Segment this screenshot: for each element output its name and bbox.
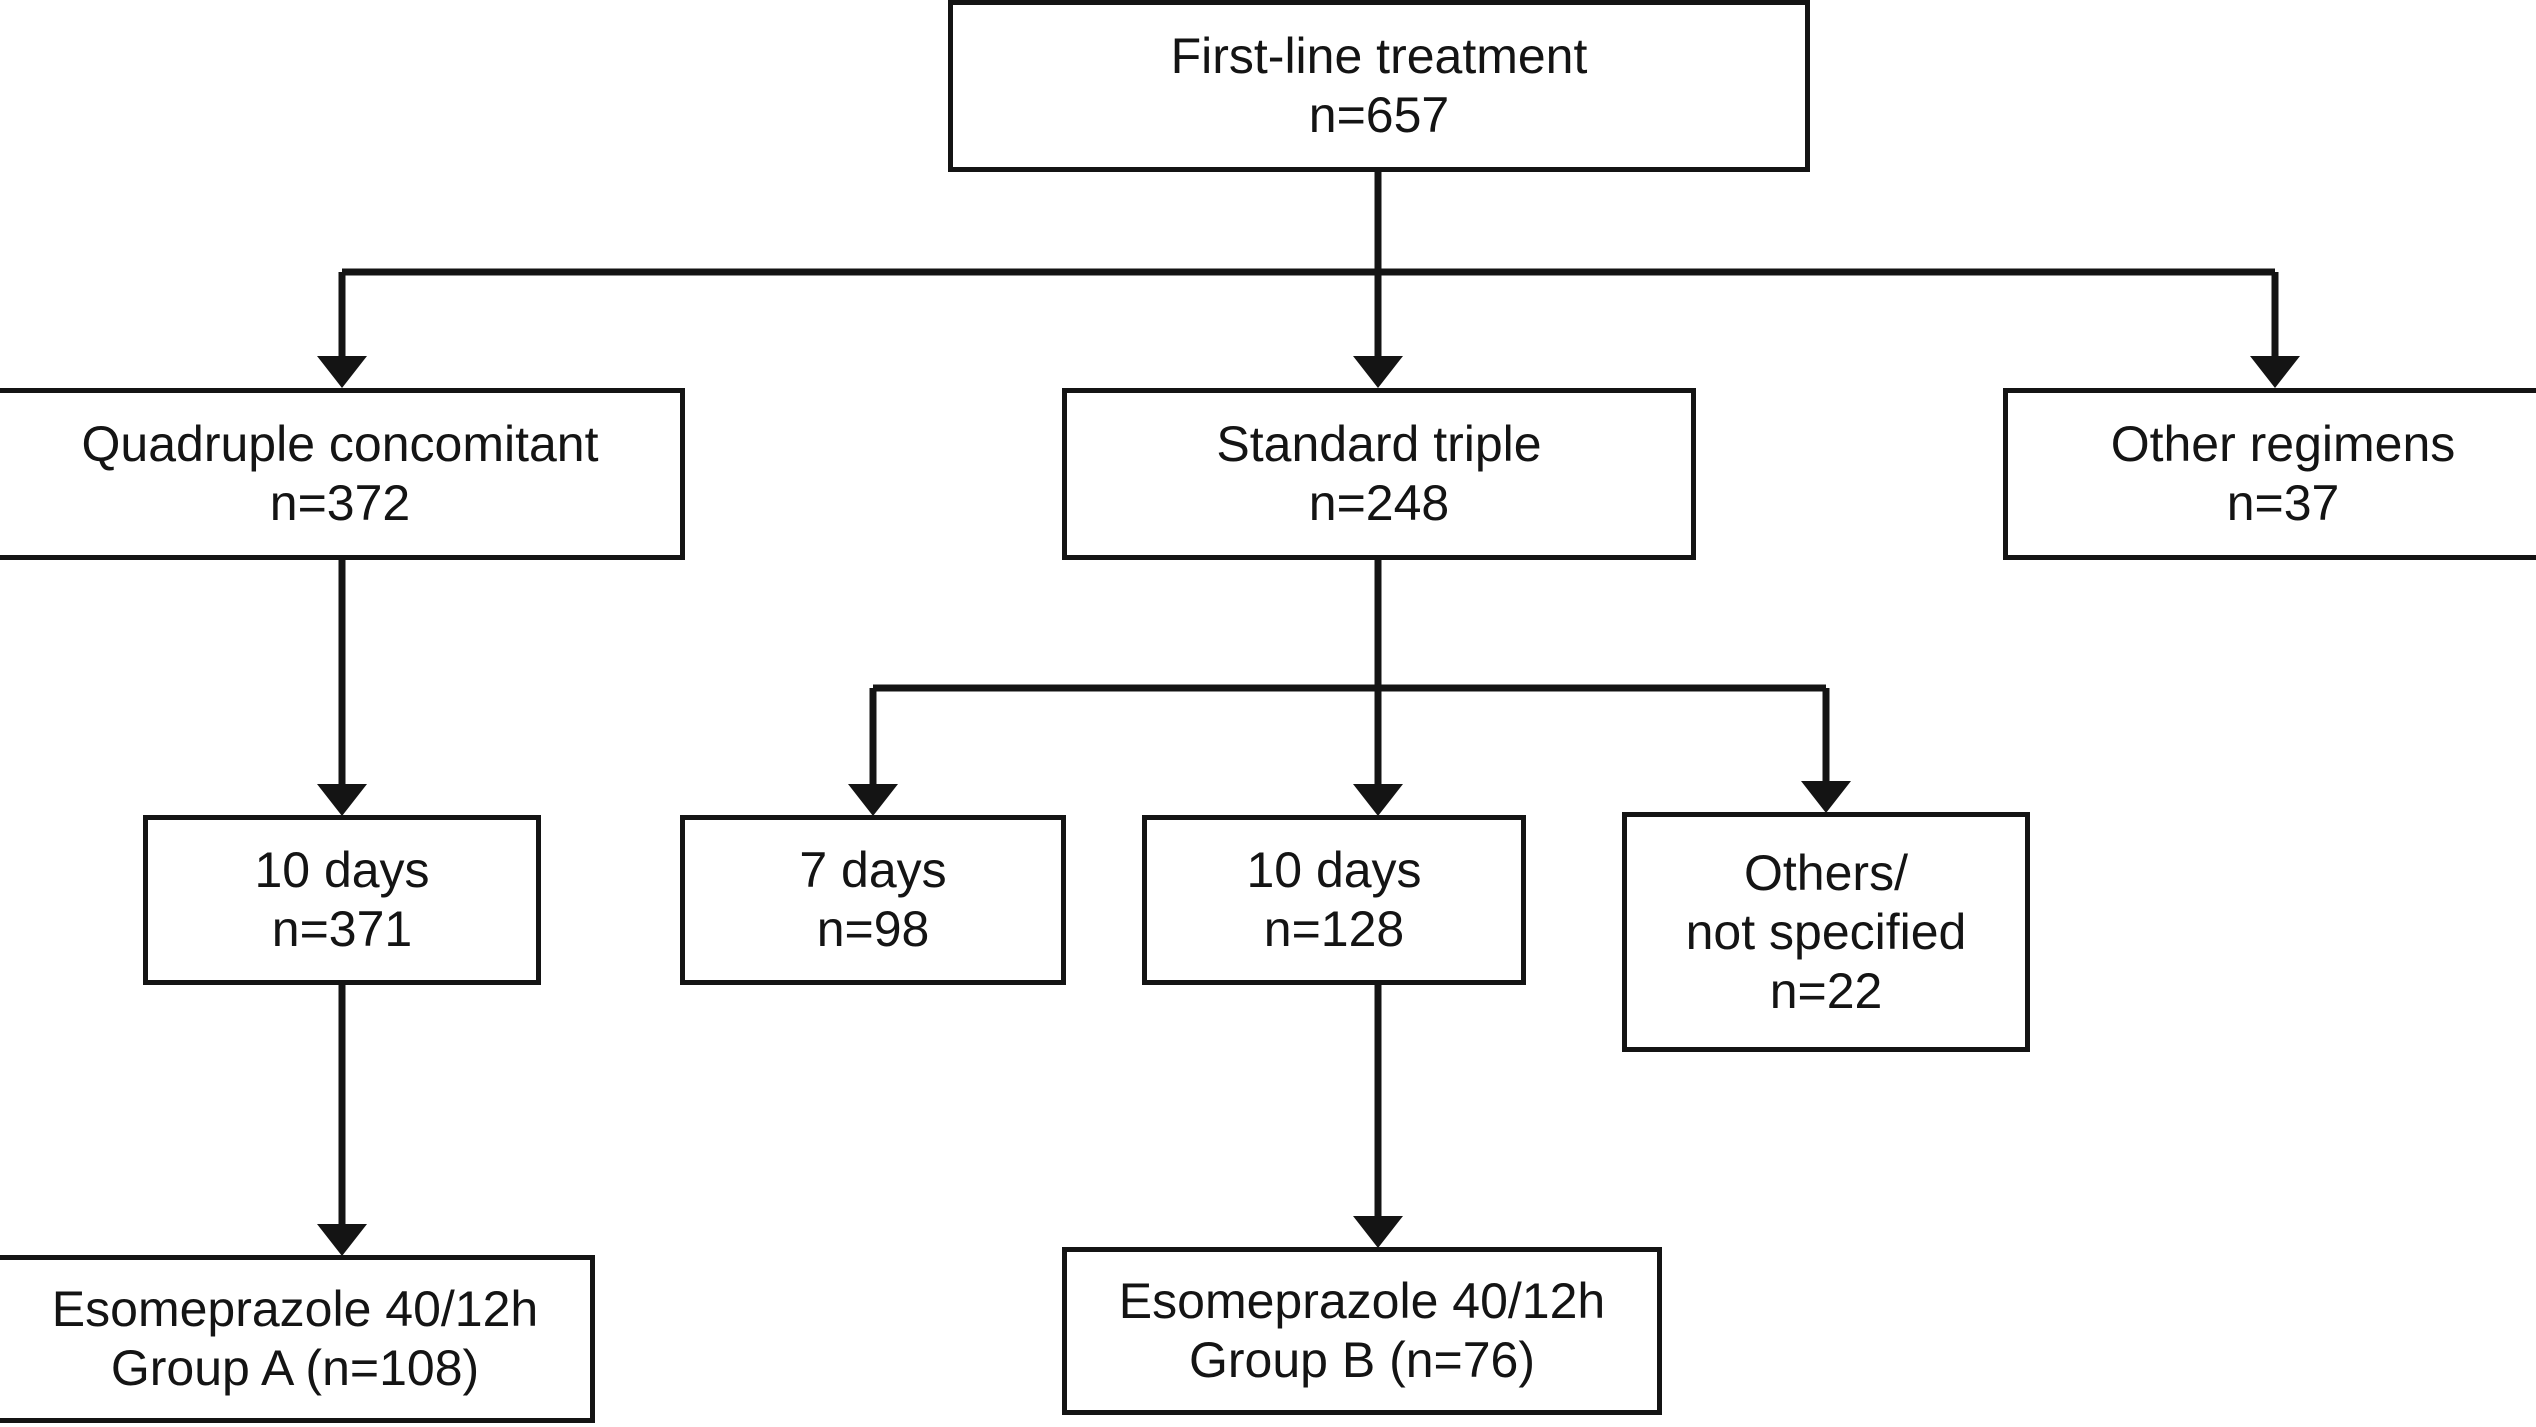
node-text-line: 10 days [1246,842,1422,898]
node-text-line: n=371 [271,901,413,957]
arrowhead-icon [1353,784,1403,816]
node-text-line: Quadruple concomitant [81,416,599,472]
node-text-line: Others/ [1744,844,1908,901]
node-text-line: First-line treatment [1170,28,1588,84]
arrowhead-icon [1353,356,1403,388]
node-text-line: n=657 [1308,87,1450,143]
node-text-line: n=248 [1308,475,1450,531]
node-text-line: Standard triple [1216,416,1542,472]
arrowhead-icon [317,356,367,388]
node-text-line: Esomeprazole 40/12h [51,1281,539,1337]
connector-10-days-to-group-a [317,985,367,1256]
arrowhead-icon [317,1224,367,1256]
node-text-line: n=37 [2226,475,2340,531]
arrowhead-icon [1353,1216,1403,1248]
node-text-line: n=98 [816,901,930,957]
arrowhead-icon [2250,356,2300,388]
node-text-line: Group A (n=108) [110,1340,480,1396]
connector-quadruple-to-10-days [317,560,367,816]
connector-first-line-to-row2 [317,172,2300,388]
arrowhead-icon [1801,781,1851,813]
node-text-line: Group B (n=76) [1188,1332,1536,1388]
connector-standard-triple-to-row3 [848,560,1851,816]
node-text-line: Other regimens [2110,416,2456,472]
node-text-line: 7 days [799,842,947,898]
arrowhead-icon [317,784,367,816]
node-text-line: Esomeprazole 40/12h [1118,1273,1606,1329]
arrowhead-icon [848,784,898,816]
node-text-line: n=22 [1769,962,1883,1019]
connector-10-days-to-group-b [1353,985,1403,1248]
node-text-line: n=372 [269,475,411,531]
node-text-line: not specified [1685,903,1967,960]
node-text-line: n=128 [1263,901,1405,957]
node-text-line: 10 days [254,842,430,898]
